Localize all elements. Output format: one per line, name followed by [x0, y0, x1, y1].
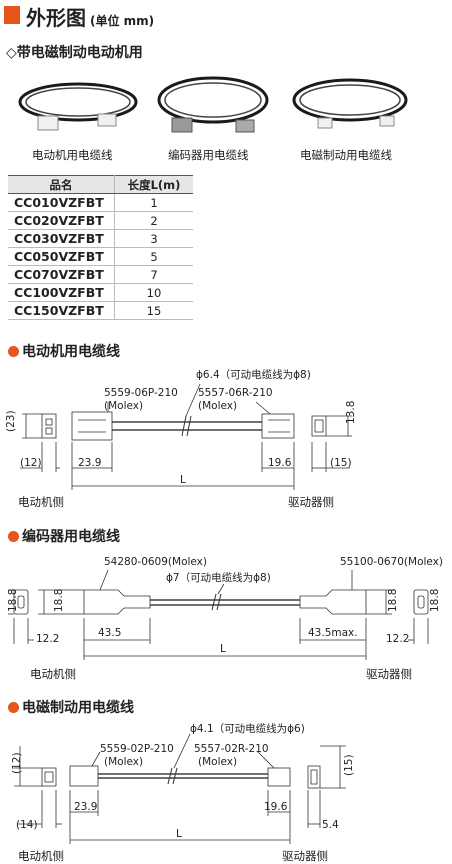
motor-right-end-view	[311, 415, 327, 437]
cable-photos	[18, 76, 408, 133]
brake-cable-drawing: (12) (15) (14) 23.9 L 19.6 5.4 ϕ4.1（可动电缆…	[11, 722, 355, 863]
encoder-side-left: 电动机侧	[30, 667, 76, 681]
table-cell-name: CC030VZFBT	[8, 229, 115, 248]
photo-caption-motor: 电动机用电缆线	[32, 148, 113, 162]
encoder-cable-drawing: 18.8 18.8 18.8 18.8 12.2 43.5 L 43.5max.…	[7, 556, 443, 681]
brake-right-end-view	[307, 765, 321, 789]
dim-motor-right-len: 19.6	[268, 457, 292, 469]
motor-left-connector	[71, 411, 113, 441]
bullet-dot-icon	[8, 531, 19, 542]
brake-cable-photo	[292, 78, 408, 129]
motor-left-end-view	[41, 413, 57, 439]
section-title-brake: 电磁制动用电缆线	[8, 697, 134, 717]
dim-brake-left-width: (14)	[16, 819, 38, 831]
table-cell-name: CC010VZFBT	[8, 193, 115, 212]
encoder-left-end-view	[13, 589, 29, 615]
encoder-connector-right: 55100-0670(Molex)	[340, 556, 443, 568]
title-accent-block	[4, 6, 20, 24]
motor-right-connector	[261, 413, 295, 439]
dim-encoder-mid-right-height: 18.8	[387, 589, 399, 612]
brake-left-connector	[69, 765, 99, 787]
table-cell-name: CC050VZFBT	[8, 247, 115, 266]
encoder-left-connector	[83, 589, 151, 615]
dim-motor-right-width: (15)	[330, 457, 352, 469]
dim-encoder-right-len: 43.5max.	[308, 627, 358, 639]
table-cell-length: 5	[114, 247, 193, 266]
table-header-name: 品名	[8, 175, 115, 194]
encoder-cable-photo	[157, 76, 269, 133]
encoder-right-connector	[299, 589, 367, 615]
encoder-connector-left: 54280-0609(Molex)	[104, 556, 207, 568]
brake-left-end-view	[41, 767, 57, 787]
motor-connector-right: 5557-06R-210	[198, 387, 273, 399]
dim-motor-L: L	[180, 474, 186, 486]
photo-caption-brake: 电磁制动用电缆线	[300, 148, 392, 162]
dim-motor-left-len: 23.9	[78, 457, 101, 469]
dim-encoder-right-height: 18.8	[429, 589, 441, 612]
brake-connector-left-mfr: (Molex)	[104, 756, 143, 768]
dim-encoder-L: L	[220, 643, 226, 655]
table-cell-name: CC100VZFBT	[8, 283, 115, 302]
brake-side-right: 驱动器侧	[282, 849, 328, 863]
encoder-side-right: 驱动器侧	[366, 667, 412, 681]
dim-brake-right-len: 19.6	[264, 801, 288, 813]
section-title-encoder: 编码器用电缆线	[8, 526, 120, 546]
dim-motor-left-height: (23)	[5, 410, 17, 432]
unit-label: (单位 mm)	[90, 14, 155, 28]
dim-encoder-mid-left-height: 18.8	[53, 589, 65, 612]
table-cell-length: 1	[114, 193, 193, 212]
page-title: 外形图(单位 mm)	[26, 6, 155, 30]
motor-side-left: 电动机侧	[18, 495, 64, 509]
dim-encoder-left-len: 43.5	[98, 627, 121, 639]
dim-brake-right-height: (15)	[343, 754, 355, 776]
dim-encoder-right-width: 12.2	[386, 633, 409, 645]
table-cell-name: CC150VZFBT	[8, 301, 115, 320]
motor-side-right: 驱动器侧	[288, 495, 334, 509]
table-cell-name: CC020VZFBT	[8, 211, 115, 230]
motor-cable-photo	[18, 82, 138, 131]
brake-connector-left: 5559-02P-210	[100, 743, 174, 755]
encoder-cable-note: ϕ7（可动电缆线为ϕ8)	[166, 571, 271, 584]
dim-brake-right-width: 5.4	[322, 819, 339, 831]
table-cell-length: 7	[114, 265, 193, 284]
brake-side-left: 电动机侧	[18, 849, 64, 863]
dim-encoder-left-width: 12.2	[36, 633, 59, 645]
motor-connector-left-mfr: (Molex)	[104, 400, 143, 412]
table-header-length: 长度L(m)	[114, 175, 193, 194]
bullet-dot-icon	[8, 702, 19, 713]
dim-brake-left-len: 23.9	[74, 801, 97, 813]
motor-connector-right-mfr: (Molex)	[198, 400, 237, 412]
table-cell-length: 15	[114, 301, 193, 320]
table-cell-length: 10	[114, 283, 193, 302]
dim-brake-L: L	[176, 828, 182, 840]
table-cell-length: 3	[114, 229, 193, 248]
section-title-motor: 电动机用电缆线	[8, 341, 120, 361]
brake-right-connector	[267, 767, 291, 787]
photo-caption-encoder: 编码器用电缆线	[168, 148, 249, 162]
bullet-dot-icon	[8, 346, 19, 357]
motor-cable-note: ϕ6.4（可动电缆线为ϕ8)	[196, 368, 311, 381]
brake-connector-right-mfr: (Molex)	[198, 756, 237, 768]
encoder-right-end-view	[413, 589, 429, 615]
dim-encoder-left-height: 18.8	[7, 589, 19, 612]
table-cell-length: 2	[114, 211, 193, 230]
motor-cable-drawing: (23) 13.8 (12) 23.9 L 19.6 (15) ϕ6.4（可动电…	[5, 368, 357, 509]
motor-connector-left: 5559-06P-210	[104, 387, 178, 399]
dim-motor-left-width: (12)	[20, 457, 42, 469]
section-subtitle: ◇带电磁制动电动机用	[6, 45, 143, 61]
dim-motor-right-height: 13.8	[345, 401, 357, 424]
brake-connector-right: 5557-02R-210	[194, 743, 269, 755]
brake-cable-note: ϕ4.1（可动电缆线为ϕ6)	[190, 722, 305, 735]
table-cell-name: CC070VZFBT	[8, 265, 115, 284]
dim-brake-left-height: (12)	[11, 752, 23, 774]
